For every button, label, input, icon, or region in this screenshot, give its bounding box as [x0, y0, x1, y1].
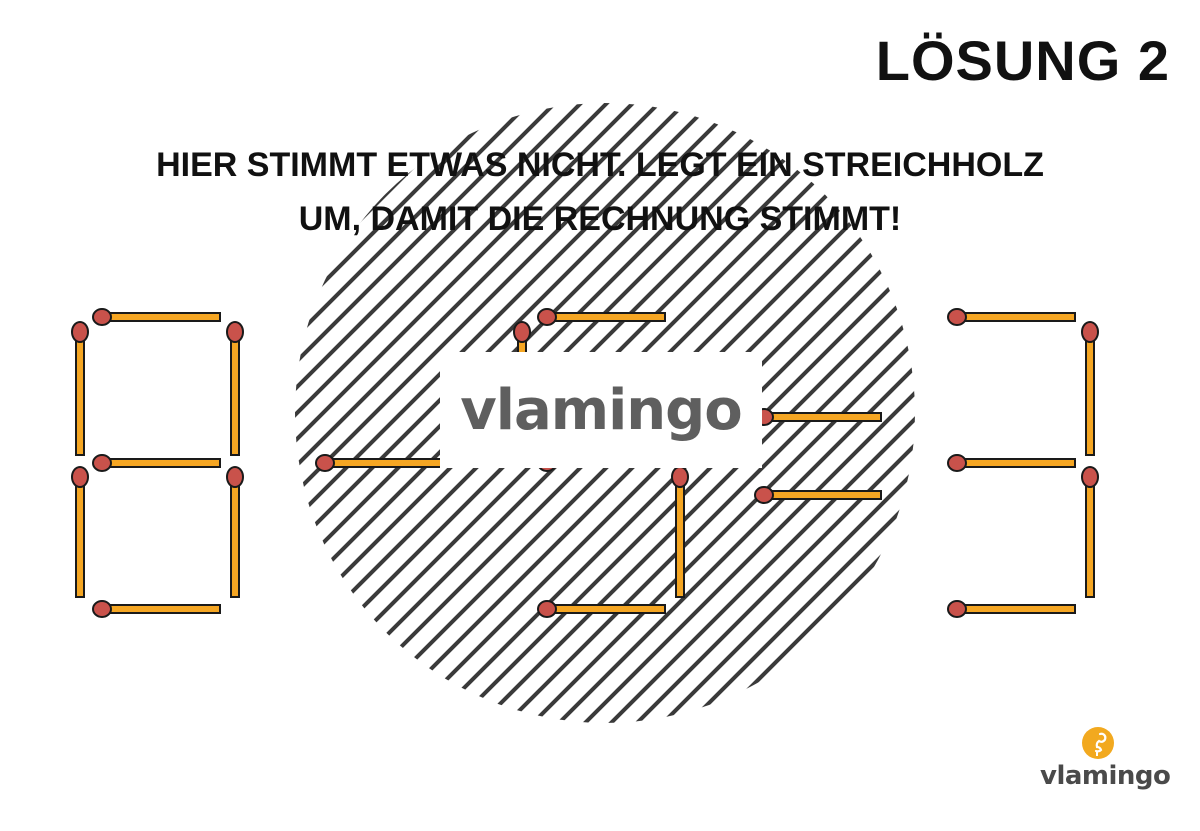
hatch-line — [546, 103, 915, 723]
matchstick-body — [75, 335, 85, 456]
hatch-line — [676, 103, 915, 723]
matchstick-body — [960, 312, 1076, 322]
digit-2-lower-right-match[interactable] — [671, 466, 689, 598]
matchstick-head — [71, 321, 89, 343]
matchstick-head — [537, 308, 557, 326]
matchstick-head — [1081, 321, 1099, 343]
matchstick-body — [960, 604, 1076, 614]
hatch-line — [295, 103, 626, 723]
matchstick-head — [671, 466, 689, 488]
digit-8-middle-match[interactable] — [92, 454, 221, 472]
matchstick-head — [947, 600, 967, 618]
matchstick-body — [230, 480, 240, 598]
matchstick-body — [960, 458, 1076, 468]
hatch-line — [295, 103, 548, 723]
matchstick-body — [767, 490, 882, 500]
digit-8-upper-right-match[interactable] — [226, 321, 244, 456]
matchstick-head — [1081, 466, 1099, 488]
hatch-line — [295, 103, 600, 723]
matchstick-head — [947, 308, 967, 326]
digit-8-lower-right-match[interactable] — [226, 466, 244, 598]
digit-3-top-match[interactable] — [947, 308, 1076, 326]
matchstick-body — [1085, 335, 1095, 456]
matchstick-body — [675, 480, 685, 598]
hatch-line — [295, 103, 678, 723]
digit-3-middle-match[interactable] — [947, 454, 1076, 472]
digit-8-lower-left-match[interactable] — [71, 466, 89, 598]
equals-bottom-match[interactable] — [754, 486, 882, 504]
instruction-line-2: UM, DAMIT DIE RECHNUNG STIMMT! — [298, 200, 902, 238]
matchstick-body — [1085, 480, 1095, 598]
digit-3-lower-right-match[interactable] — [1081, 466, 1099, 598]
watermark-text: vlamingo — [460, 377, 742, 443]
digit-3-bottom-match[interactable] — [947, 600, 1076, 618]
digit-2-bottom-match[interactable] — [537, 600, 666, 618]
hatch-line — [295, 103, 704, 723]
logo-text: vlamingo — [1040, 761, 1171, 791]
matchstick-head — [754, 486, 774, 504]
watermark-box: vlamingo — [440, 352, 762, 468]
matchstick-body — [550, 312, 666, 322]
matchstick-body — [75, 480, 85, 598]
digit-8-top-match[interactable] — [92, 308, 221, 326]
matchstick-body — [767, 412, 882, 422]
matchstick-head — [315, 454, 335, 472]
brand-logo: vlamingo — [1040, 727, 1171, 791]
matchstick-body — [230, 335, 240, 456]
hatch-line — [295, 103, 574, 723]
page-title: LÖSUNG 2 — [875, 29, 1170, 92]
hatch-line — [468, 103, 915, 723]
hatch-line — [295, 103, 730, 723]
matchstick-head — [92, 454, 112, 472]
hatch-line — [295, 103, 756, 723]
digit-2-top-match[interactable] — [537, 308, 666, 326]
matchstick-body — [550, 604, 666, 614]
matchstick-body — [105, 458, 221, 468]
hatch-line — [650, 103, 915, 723]
hatch-line — [572, 103, 915, 723]
matchstick-body — [105, 604, 221, 614]
matchstick-head — [71, 466, 89, 488]
matchstick-body — [328, 458, 443, 468]
flamingo-icon — [1082, 727, 1114, 759]
hatch-line — [598, 103, 915, 723]
matchstick-head — [226, 466, 244, 488]
hatch-line — [295, 103, 782, 723]
instruction-text: HIER STIMMT ETWAS NICHT. LEGT EIN STREIC… — [0, 138, 1200, 246]
hatch-line — [494, 103, 915, 723]
matchstick-head — [537, 600, 557, 618]
digit-8-upper-left-match[interactable] — [71, 321, 89, 456]
hatch-line — [295, 103, 652, 723]
instruction-line-1: HIER STIMMT ETWAS NICHT. LEGT EIN STREIC… — [156, 146, 1044, 184]
hatch-line — [520, 103, 915, 723]
digit-8-bottom-match[interactable] — [92, 600, 221, 618]
matchstick-head — [92, 600, 112, 618]
matchstick-head — [226, 321, 244, 343]
matchstick-body — [105, 312, 221, 322]
matchstick-head — [947, 454, 967, 472]
hatch-line — [442, 103, 915, 723]
digit-3-upper-right-match[interactable] — [1081, 321, 1099, 456]
matchstick-head — [92, 308, 112, 326]
matchstick-head — [513, 321, 531, 343]
hatch-line — [624, 103, 915, 723]
